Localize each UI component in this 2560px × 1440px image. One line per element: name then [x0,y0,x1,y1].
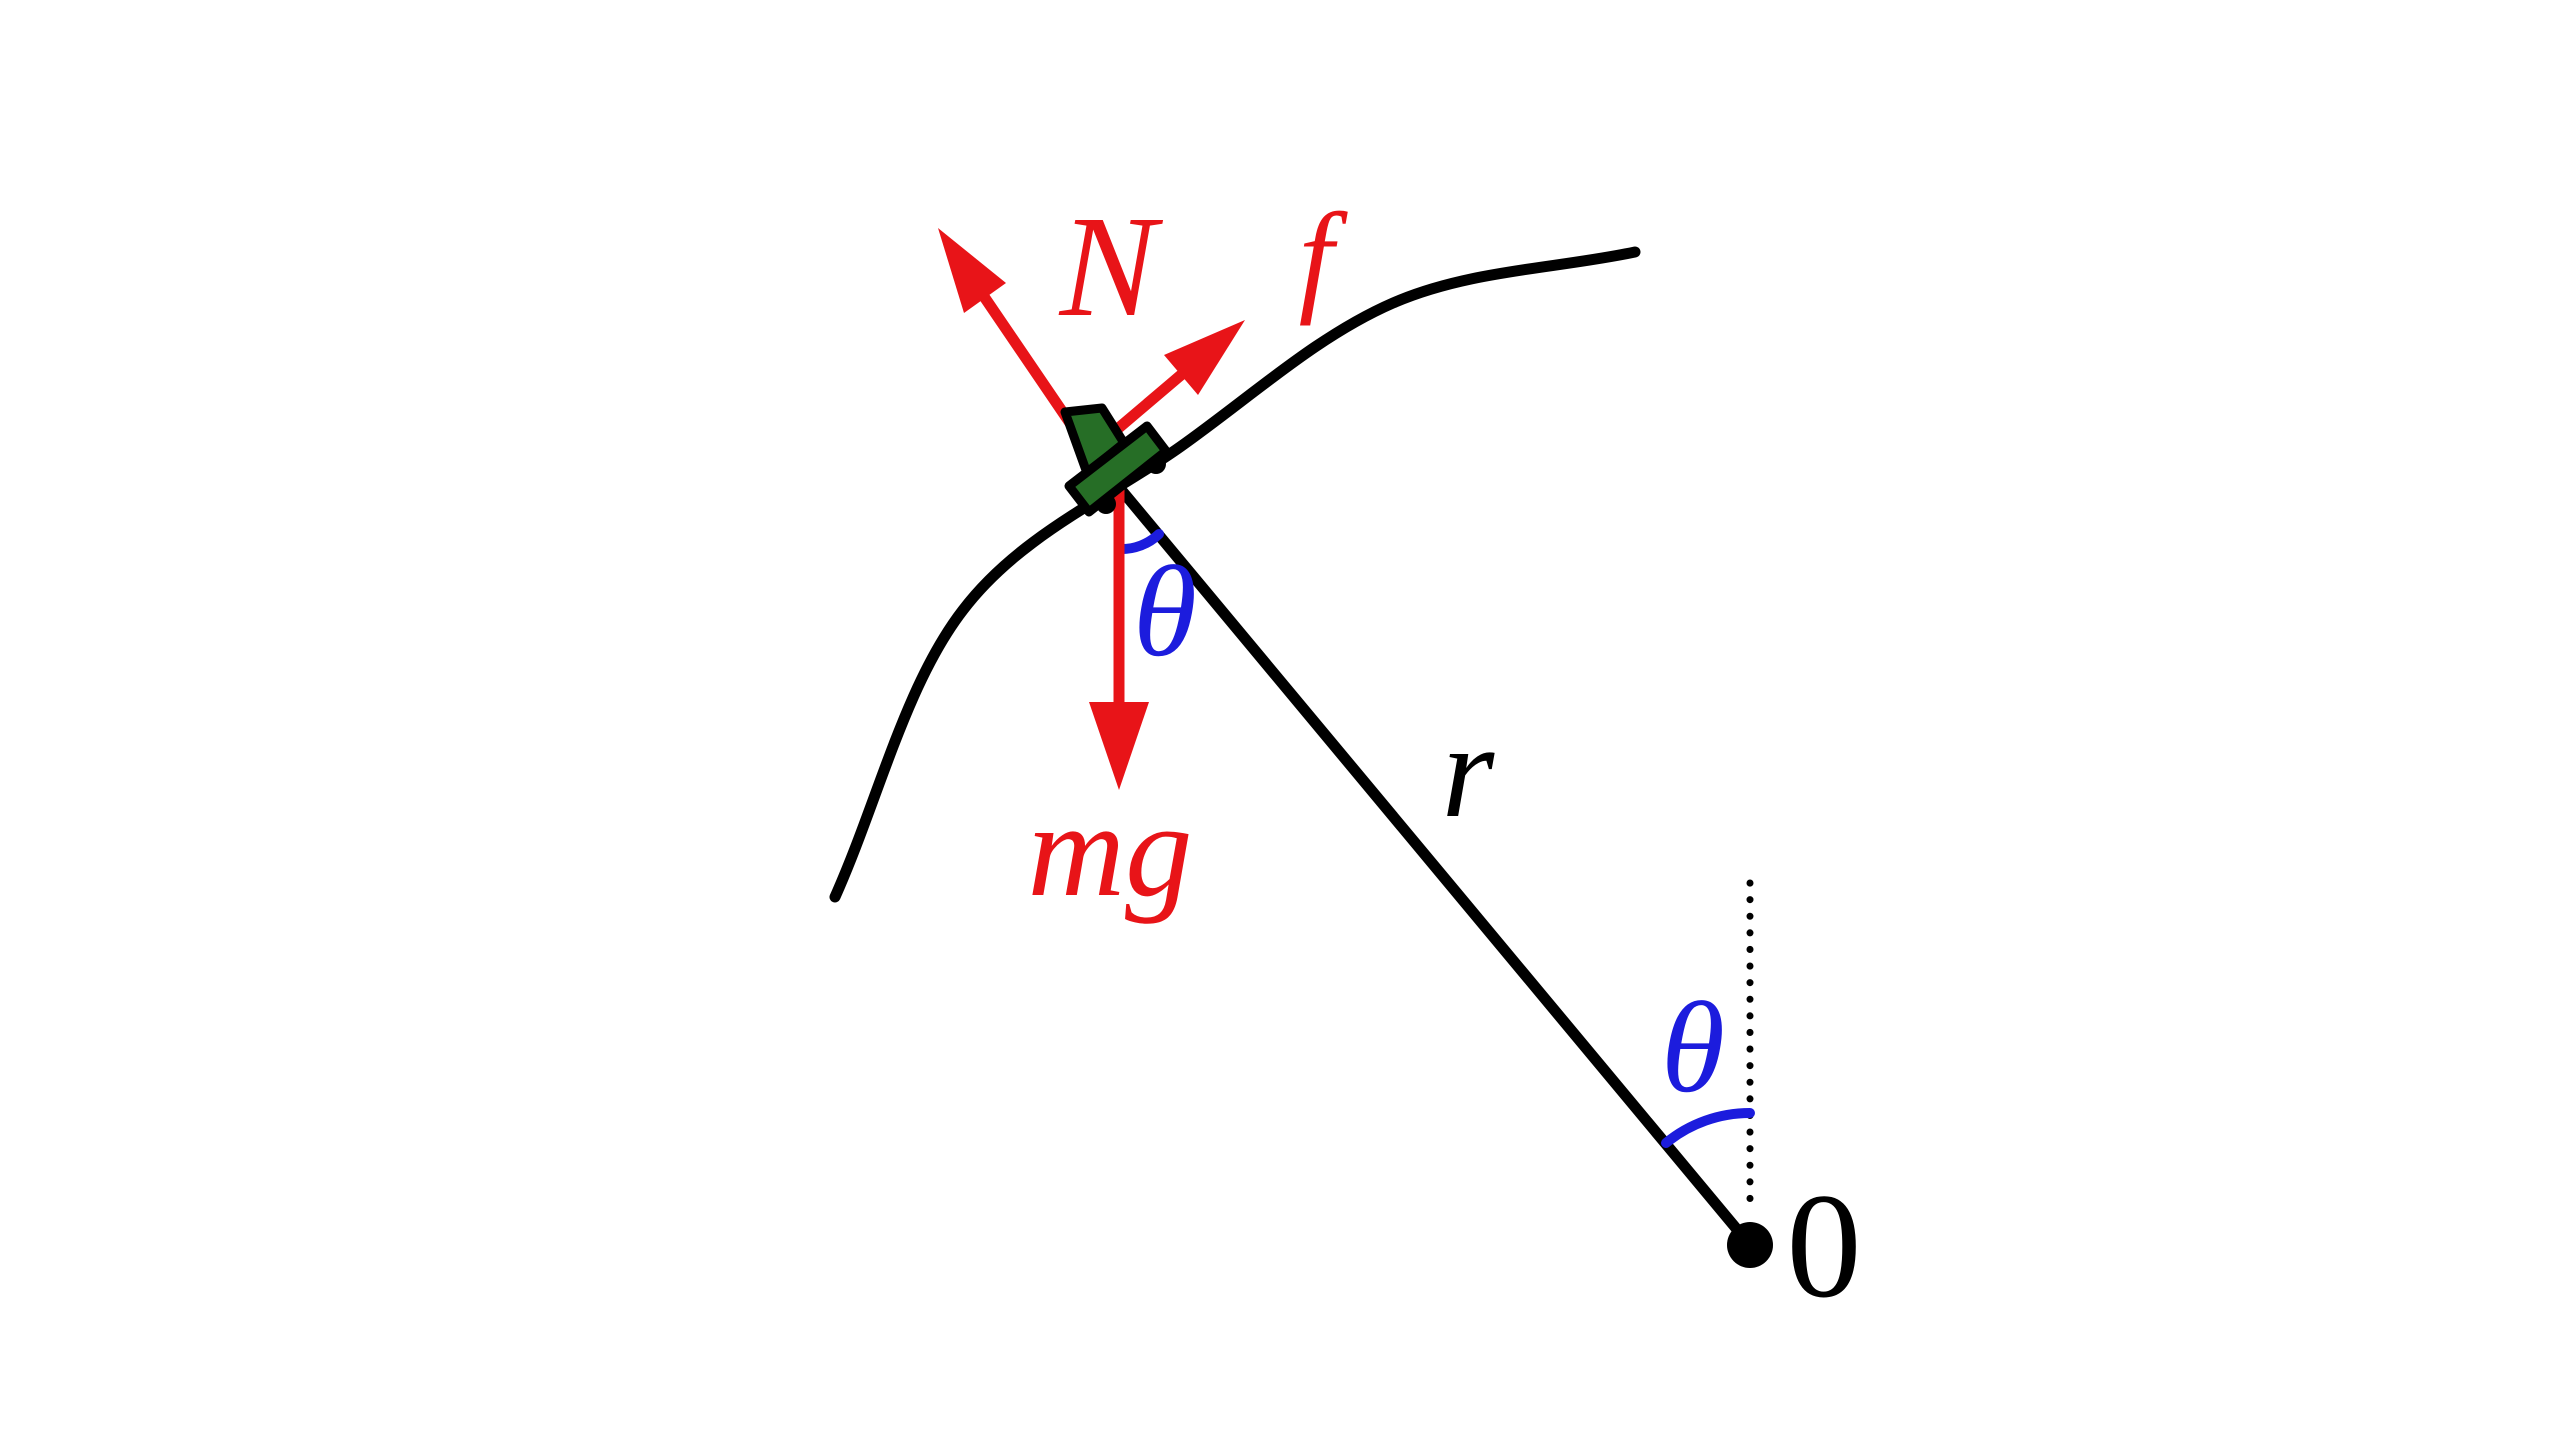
angle-arc-center [1661,1107,1755,1148]
angle-label-center: θ [1661,976,1725,1120]
friction-force-shaft [1102,369,1187,443]
center-dot [1727,1222,1773,1268]
weight-label: mg [1028,776,1193,925]
angle-label-surface: θ [1133,540,1197,684]
friction-force-arrowhead [1164,320,1245,395]
origin-label: 0 [1787,1163,1862,1329]
weight-force-arrow [1089,481,1149,790]
friction-force-arrow [1102,320,1245,443]
friction-force-label: f [1299,189,1349,327]
surface-arc [829,246,1641,903]
weight-force-arrowhead [1089,702,1149,790]
block [1060,403,1171,517]
radius-label: r [1442,697,1495,846]
block-body [1064,421,1171,517]
normal-force-label: N [1058,187,1164,347]
normal-force-arrowhead [938,228,1006,313]
radius-line [1117,486,1756,1251]
